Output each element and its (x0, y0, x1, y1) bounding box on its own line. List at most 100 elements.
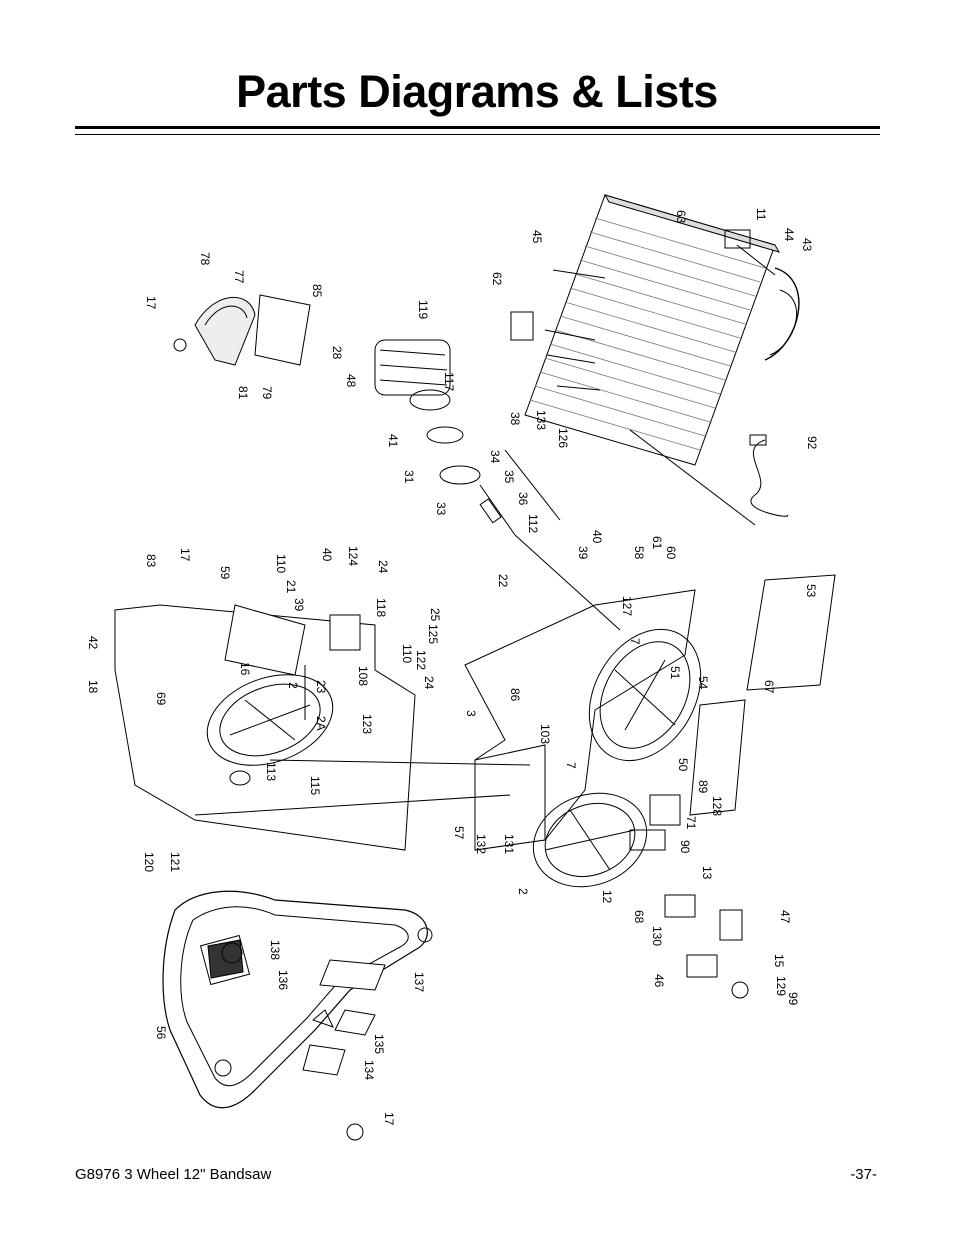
footer-model-name: G8976 3 Wheel 12" Bandsaw (75, 1166, 272, 1183)
callout-label: 15 (772, 954, 786, 968)
callout-label: 69 (154, 692, 168, 706)
callout-label: 124 (346, 546, 360, 566)
callout-label: 38 (508, 412, 522, 426)
callout-label: 34 (488, 450, 502, 464)
callout-label: 17 (144, 296, 158, 310)
callout-label: 25 (428, 608, 442, 622)
callout-label: 129 (774, 976, 788, 996)
callout-label: 47 (778, 910, 792, 924)
callout-label: 135 (372, 1034, 386, 1054)
callout-label: 131 (502, 834, 516, 854)
callout-label: 57 (452, 826, 466, 840)
callout-label: 77 (232, 270, 246, 284)
callout-label: 40 (320, 548, 334, 562)
callout-label: 123 (360, 714, 374, 734)
title-rule-thick (75, 126, 880, 129)
callout-label: 11 (754, 208, 768, 221)
callout-label: 103 (538, 724, 552, 744)
callout-label: 133 (534, 410, 548, 430)
callout-label: 23 (314, 680, 328, 694)
callout-label: 31 (402, 470, 416, 484)
callout-label: 137 (412, 972, 426, 992)
callout-label: 17 (382, 1112, 396, 1126)
callout-label: 13 (700, 866, 714, 880)
callout-label: 68 (632, 910, 646, 924)
callout-label: 60 (664, 546, 678, 560)
callout-label: 120 (142, 852, 156, 872)
callout-label: 2 (286, 682, 300, 689)
callout-label: 81 (236, 386, 250, 400)
callout-label: 110 (400, 644, 414, 663)
callout-label: 134 (362, 1060, 376, 1080)
table-drawing (510, 194, 781, 466)
callout-label: 85 (310, 284, 324, 298)
callout-label: 59 (218, 566, 232, 580)
callout-label: 2A (314, 716, 328, 731)
callout-label: 62 (490, 272, 504, 286)
callout-labels: 11 44 43 63 45 62 92 38 133 126 78 77 17… (86, 208, 819, 1126)
callout-label: 112 (526, 514, 540, 533)
callout-label: 51 (668, 666, 682, 680)
callout-label: 28 (330, 346, 344, 360)
callout-label: 119 (416, 300, 430, 319)
callout-label: 3 (464, 710, 478, 717)
callout-label: 92 (805, 436, 819, 450)
callout-label: 7 (564, 762, 578, 769)
callout-label: 125 (426, 624, 440, 644)
callout-label: 44 (782, 228, 796, 242)
callout-label: 122 (414, 650, 428, 670)
callout-label: 90 (678, 840, 692, 854)
title-rule-thin (75, 134, 880, 135)
callout-label: 39 (576, 546, 590, 560)
callout-label: 138 (268, 940, 282, 960)
callout-label: 58 (632, 546, 646, 560)
callout-label: 40 (590, 530, 604, 544)
callout-label: 42 (86, 636, 100, 650)
callout-label: 130 (650, 926, 664, 946)
callout-label: 128 (710, 796, 724, 816)
callout-label: 17 (178, 548, 192, 562)
callout-label: 43 (800, 238, 814, 252)
callout-label: 132 (474, 834, 488, 854)
callout-label: 78 (198, 252, 212, 266)
callout-label: 79 (260, 386, 274, 400)
callout-label: 48 (344, 374, 358, 388)
callout-label: 54 (696, 676, 710, 690)
callout-label: 22 (496, 574, 510, 588)
callout-label: 50 (676, 758, 690, 772)
callout-label: 45 (530, 230, 544, 244)
callout-label: 46 (652, 974, 666, 988)
callout-label: 53 (804, 584, 818, 598)
callout-label: 113 (264, 762, 278, 781)
callout-label: 115 (308, 776, 322, 795)
callout-label: 12 (600, 890, 614, 904)
callout-label: 56 (154, 1026, 168, 1040)
callout-label: 121 (168, 852, 182, 872)
callout-label: 126 (556, 428, 570, 448)
callout-label: 24 (422, 676, 436, 690)
callout-label: 36 (516, 492, 530, 506)
callout-label: 71 (684, 816, 698, 830)
callout-label: 41 (386, 434, 400, 448)
callout-label: 18 (86, 680, 100, 694)
callout-label: 61 (650, 536, 664, 550)
callout-label: 2 (516, 888, 530, 895)
callout-label: 83 (144, 554, 158, 568)
callout-label: 35 (502, 470, 516, 484)
callout-label: 33 (434, 502, 448, 516)
callout-label: 136 (276, 970, 290, 990)
callout-label: 16 (238, 662, 252, 676)
callout-label: 67 (762, 680, 776, 694)
footer-page-number: -37- (850, 1166, 877, 1183)
callout-label: 21 (284, 580, 298, 594)
page-title: Parts Diagrams & Lists (236, 66, 718, 117)
callout-label: 127 (620, 596, 634, 616)
callout-label: 63 (674, 210, 688, 224)
callout-label: 99 (786, 992, 800, 1006)
diagram-linework (114, 194, 836, 1141)
callout-label: 7 (628, 638, 642, 645)
callout-label: 118 (374, 598, 388, 617)
callout-label: 117 (442, 372, 456, 391)
callout-label: 86 (508, 688, 522, 702)
callout-label: 89 (696, 780, 710, 794)
